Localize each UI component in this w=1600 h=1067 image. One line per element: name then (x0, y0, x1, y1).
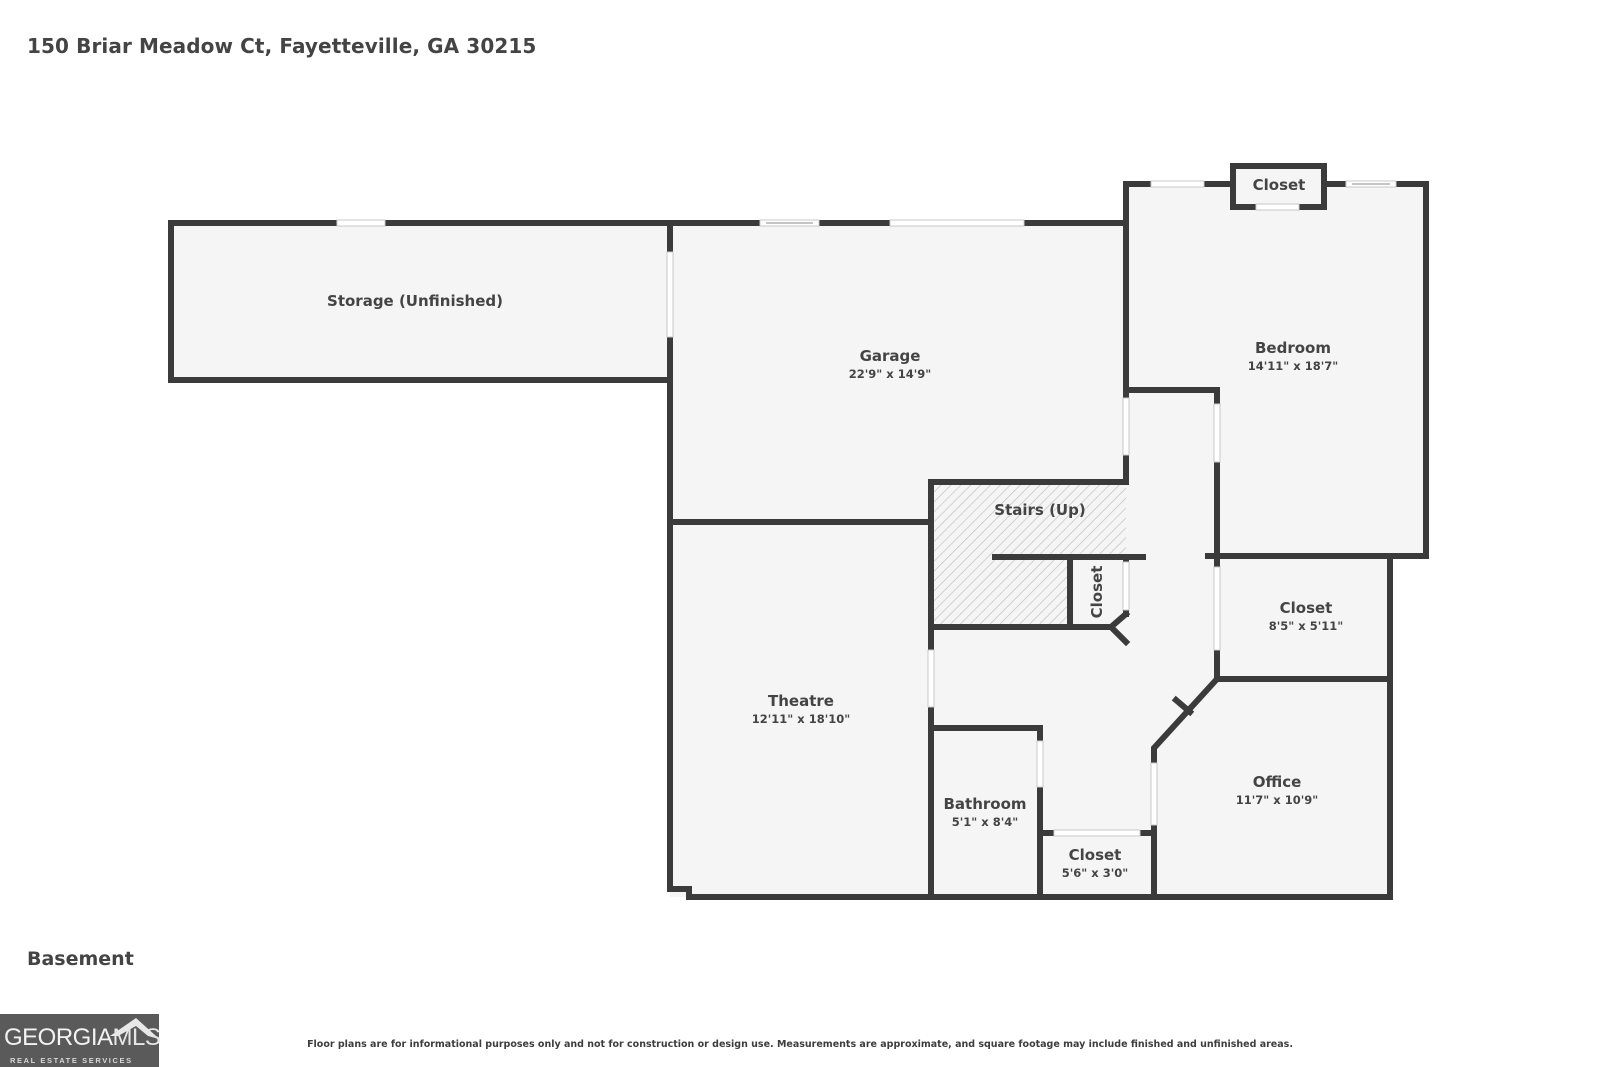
window (1150, 180, 1205, 188)
room-name-hall-closet: Closet (1088, 566, 1106, 619)
walls (168, 163, 1429, 900)
doorway (1150, 762, 1158, 826)
windows (336, 180, 1397, 837)
doorway (1255, 203, 1300, 211)
bedroom-closet-floor (1233, 166, 1324, 207)
garage-floor (670, 223, 1126, 522)
property-address: 150 Briar Meadow Ct, Fayetteville, GA 30… (27, 34, 537, 58)
stairs-area (934, 485, 1126, 557)
roof-icon (110, 1018, 156, 1036)
room-name-theatre: Theatre (768, 692, 834, 710)
doorway (1122, 397, 1130, 456)
room-dim-office: 11'7" x 10'9" (1236, 793, 1318, 807)
room-dim-closet-bottom: 5'6" x 3'0" (1062, 866, 1128, 880)
doorway (1213, 403, 1221, 463)
closet-bottom-floor (1040, 833, 1154, 897)
doorway (666, 251, 674, 338)
window (336, 219, 386, 227)
room-name-storage: Storage (Unfinished) (327, 292, 503, 310)
logo-wordmark: GEORGIAMLS (4, 1024, 161, 1052)
room-name-bedroom-closet: Closet (1253, 176, 1306, 194)
doorway (1122, 561, 1130, 611)
georgia-mls-logo: GEORGIAMLS REAL ESTATE SERVICES (0, 1014, 161, 1067)
room-name-closet-bottom: Closet (1069, 846, 1122, 864)
room-name-garage: Garage (860, 347, 921, 365)
logo-brand-suffix: MLS (112, 1024, 161, 1051)
room-dim-bathroom: 5'1" x 8'4" (952, 815, 1018, 829)
doorway (927, 649, 935, 708)
room-name-bathroom: Bathroom (943, 795, 1026, 813)
closet-right-floor (1217, 556, 1390, 679)
room-dim-closet-right: 8'5" x 5'11" (1269, 619, 1343, 633)
doorway (1053, 829, 1141, 837)
garage-door-opening (889, 219, 1025, 227)
room-name-office: Office (1253, 773, 1302, 791)
doorway (1036, 740, 1044, 788)
theatre-floor (670, 522, 931, 897)
room-name-closet-right: Closet (1280, 599, 1333, 617)
room-name-stairs: Stairs (Up) (994, 501, 1085, 519)
logo-tagline: REAL ESTATE SERVICES (10, 1056, 133, 1065)
room-dim-garage: 22'9" x 14'9" (849, 367, 931, 381)
floor-level-label: Basement (27, 948, 134, 970)
room-name-bedroom: Bedroom (1255, 339, 1331, 357)
office-floor (1154, 679, 1390, 898)
bathroom-floor (931, 728, 1040, 897)
disclaimer-text: Floor plans are for informational purpos… (307, 1039, 1293, 1050)
logo-brand: GEORGIA (4, 1024, 113, 1051)
stairs-area-lower (934, 557, 1068, 624)
room-labels: Storage (Unfinished) Garage 22'9" x 14'9… (327, 176, 1343, 880)
room-dim-bedroom: 14'11" x 18'7" (1248, 359, 1338, 373)
doorway (1213, 566, 1221, 651)
room-dim-theatre: 12'11" x 18'10" (752, 712, 850, 726)
storage-floor (171, 223, 670, 380)
room-floors (171, 166, 1426, 898)
